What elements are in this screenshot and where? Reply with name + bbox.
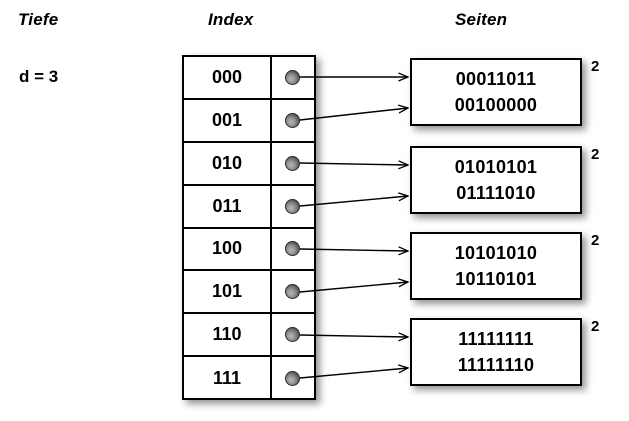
table-row[interactable]: 100 <box>184 228 314 272</box>
page-record: 11111110 <box>457 355 535 375</box>
global-depth-label: d = 3 <box>19 67 59 86</box>
pointer-arrow <box>299 249 408 251</box>
page-local-depth: 2 <box>591 318 600 335</box>
index-key: 110 <box>184 314 272 356</box>
page-record: 01010101 <box>454 156 538 177</box>
pointer-dot-icon <box>284 284 300 300</box>
index-directory-table: 000 001 010 011 100 <box>182 55 316 400</box>
index-key: 001 <box>184 99 272 141</box>
index-key: 101 <box>184 271 272 313</box>
table-row[interactable]: 000 <box>184 57 314 100</box>
index-key: 000 <box>184 57 272 98</box>
page-local-depth: 2 <box>591 58 600 75</box>
pointer-arrow <box>299 335 408 337</box>
index-key: 111 <box>184 357 272 400</box>
pointer-dot-icon <box>284 155 300 171</box>
pointer-dot-icon <box>284 241 300 257</box>
pointer-dot-icon <box>284 327 300 343</box>
pointer-arrow <box>299 108 408 121</box>
index-pointer-cell[interactable] <box>272 271 314 312</box>
pointer-dot-icon <box>284 69 300 85</box>
page-record: 11111111 <box>458 328 534 349</box>
page-record: 10110101 <box>455 269 537 289</box>
pointer-dot-icon <box>284 198 300 214</box>
pointer-arrow <box>299 163 408 165</box>
index-pointer-cell[interactable] <box>272 57 314 98</box>
pointer-arrow <box>299 196 408 207</box>
table-row[interactable]: 101 <box>184 271 314 315</box>
index-pointer-cell[interactable] <box>272 314 314 355</box>
index-key: 100 <box>184 228 272 270</box>
index-pointer-cell[interactable] <box>272 143 314 184</box>
index-key: 011 <box>184 185 272 227</box>
page-record: 00100000 <box>454 95 538 115</box>
pointer-dot-icon <box>284 112 300 128</box>
page-bucket[interactable]: 01010101 01111010 <box>410 146 582 214</box>
index-key: 010 <box>184 142 272 184</box>
page-local-depth: 2 <box>591 146 600 163</box>
column-header-depth: Tiefe <box>18 10 59 29</box>
page-bucket[interactable]: 00011011 00100000 <box>410 58 582 126</box>
index-pointer-cell[interactable] <box>272 100 314 141</box>
page-record: 01111010 <box>456 183 536 203</box>
column-header-pages: Seiten <box>455 10 508 29</box>
pointer-arrow <box>299 368 408 379</box>
table-row[interactable]: 110 <box>184 314 314 358</box>
pointer-arrow <box>299 282 408 293</box>
table-row[interactable]: 111 <box>184 357 314 400</box>
page-record: 00011011 <box>455 68 537 89</box>
column-header-index: Index <box>208 10 254 29</box>
index-pointer-cell[interactable] <box>272 186 314 227</box>
pointer-dot-icon <box>284 371 300 387</box>
page-record: 10101010 <box>454 242 538 263</box>
page-bucket[interactable]: 10101010 10110101 <box>410 232 582 300</box>
page-bucket[interactable]: 11111111 11111110 <box>410 318 582 386</box>
table-row[interactable]: 010 <box>184 142 314 186</box>
table-row[interactable]: 011 <box>184 185 314 229</box>
index-pointer-cell[interactable] <box>272 229 314 270</box>
index-pointer-cell[interactable] <box>272 357 314 400</box>
page-local-depth: 2 <box>591 232 600 249</box>
table-row[interactable]: 001 <box>184 99 314 143</box>
